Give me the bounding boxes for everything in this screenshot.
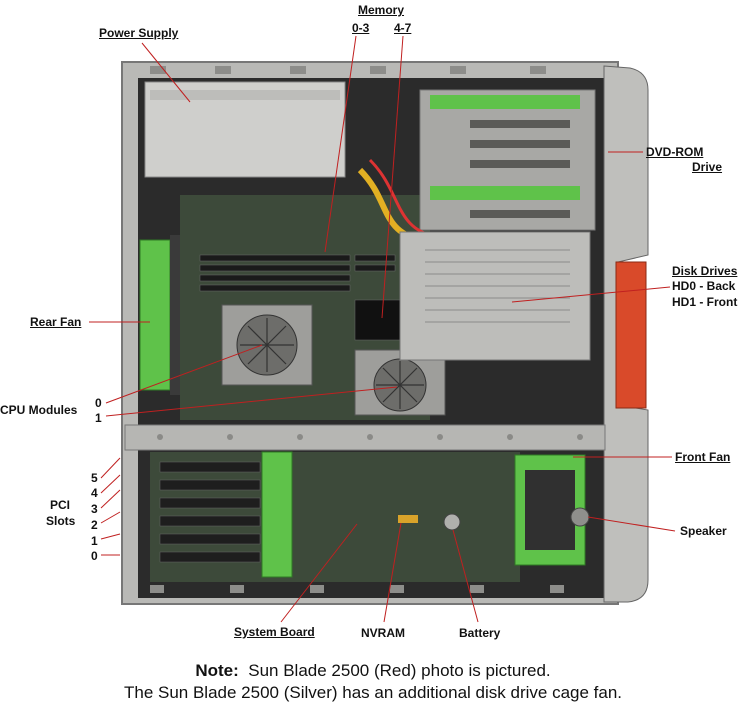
slots-label: Slots [46, 514, 76, 528]
rear-fan [139, 239, 171, 391]
rear-fan-label: Rear Fan [30, 315, 82, 329]
pci-slot-4-label: 4 [91, 486, 98, 500]
cpu-1-label: 1 [95, 411, 102, 425]
footnote: Note: Sun Blade 2500 (Red) photo is pict… [0, 660, 746, 704]
nvram-label: NVRAM [361, 626, 405, 640]
pci-slot-area [159, 461, 261, 563]
pci-slot-5-label: 5 [91, 471, 98, 485]
pci-slot-3-label: 3 [91, 502, 98, 516]
pci-label: PCI [50, 498, 71, 512]
battery [443, 513, 461, 531]
note-heading: Note: [195, 661, 239, 680]
pci-slot-1-label: 1 [91, 534, 98, 548]
disk-drives-label: Disk Drives [672, 264, 738, 278]
power-supply-label: Power Supply [99, 26, 179, 40]
hd1-label: HD1 - Front [672, 295, 738, 309]
note-text-2: The Sun Blade 2500 (Silver) has an addit… [123, 683, 623, 702]
battery-label: Battery [459, 626, 501, 640]
cpu-0-label: 0 [95, 396, 102, 410]
cpu-modules-label: CPU Modules [0, 403, 78, 417]
memory-bank-0-3-label: 0-3 [352, 21, 370, 35]
nvram [398, 515, 418, 523]
pci-slot-2-label: 2 [91, 518, 98, 532]
hd0-label: HD0 - Back [672, 279, 736, 293]
dvd-rom-label: DVD-ROM [646, 145, 704, 159]
front-fan-label: Front Fan [675, 450, 731, 464]
memory-label: Memory [358, 3, 405, 17]
speaker-label: Speaker [680, 524, 727, 538]
red-panel [615, 261, 647, 409]
memory-bank-4-7-label: 4-7 [394, 21, 412, 35]
note-text-1: Sun Blade 2500 (Red) photo is pictured. [248, 661, 551, 680]
chassis-crossbar [124, 424, 606, 451]
system-board-label: System Board [234, 625, 315, 639]
disk-drive-cage [399, 231, 591, 361]
pci-retainer [261, 451, 293, 578]
note-line-1: Note: Sun Blade 2500 (Red) photo is pict… [0, 660, 746, 682]
dvd-rom-drive-label: Drive [692, 160, 723, 174]
pci-slot-0-label: 0 [91, 549, 98, 563]
